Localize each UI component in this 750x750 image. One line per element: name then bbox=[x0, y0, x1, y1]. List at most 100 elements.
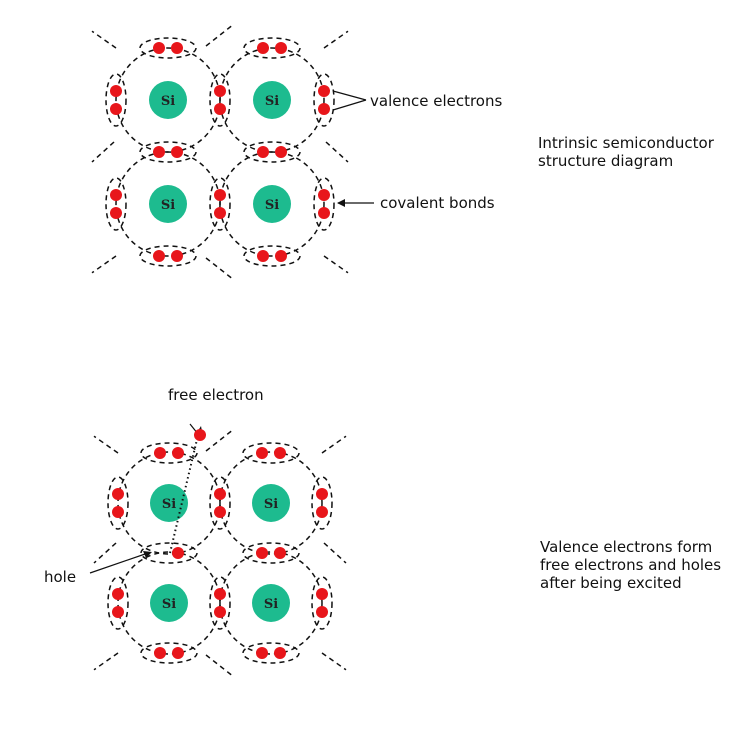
covalent-bond bbox=[107, 576, 129, 630]
silicon-atom-label: Si bbox=[264, 497, 278, 512]
hole-arrowhead bbox=[143, 551, 152, 558]
valence-electron bbox=[257, 250, 269, 262]
valence-electron bbox=[110, 189, 122, 201]
free-electron bbox=[194, 429, 206, 441]
covalent-bond bbox=[243, 37, 301, 59]
covalent-bond bbox=[139, 141, 197, 163]
silicon-atom bbox=[253, 81, 291, 119]
covalent-bond bbox=[242, 442, 300, 464]
covalent-bond bbox=[313, 73, 335, 127]
top-caption-line-2: structure diagram bbox=[538, 152, 673, 170]
silicon-atom bbox=[253, 185, 291, 223]
covalent-bond bbox=[140, 542, 198, 564]
valence-electron bbox=[110, 103, 122, 115]
valence-electron bbox=[316, 488, 328, 500]
covalent-bond bbox=[209, 476, 231, 530]
valence-electron bbox=[172, 447, 184, 459]
valence-electron bbox=[275, 42, 287, 54]
valence-electrons-label: valence electrons bbox=[370, 92, 502, 110]
lattice-line bbox=[93, 435, 119, 454]
valence-electron bbox=[214, 588, 226, 600]
valence-electron bbox=[214, 103, 226, 115]
covalent-bond bbox=[311, 576, 333, 630]
silicon-atom-label: Si bbox=[264, 597, 278, 612]
lattice-line bbox=[205, 257, 235, 281]
lattice-line bbox=[325, 141, 349, 163]
covalent-bond bbox=[105, 177, 127, 231]
valence-electron bbox=[318, 85, 330, 97]
covalent-bond bbox=[209, 177, 231, 231]
valence-electron bbox=[256, 647, 268, 659]
silicon-atom bbox=[150, 584, 188, 622]
valence-electron bbox=[316, 606, 328, 618]
hole-label: hole bbox=[44, 568, 76, 586]
lattice-line bbox=[321, 652, 347, 671]
covalent-bond bbox=[311, 476, 333, 530]
valence-electron bbox=[214, 207, 226, 219]
lattice-line bbox=[321, 435, 347, 454]
valence-electron bbox=[275, 146, 287, 158]
valence-electron bbox=[214, 85, 226, 97]
lattice-line bbox=[91, 255, 117, 274]
covalent-bond bbox=[105, 73, 127, 127]
valence-electron bbox=[214, 506, 226, 518]
valence-electron bbox=[154, 447, 166, 459]
valence-electron bbox=[112, 506, 124, 518]
valence-electron bbox=[110, 85, 122, 97]
valence-electron bbox=[318, 189, 330, 201]
silicon-atom-label: Si bbox=[265, 198, 279, 213]
valence-electron bbox=[112, 488, 124, 500]
atom-boundary bbox=[219, 151, 325, 257]
valence-electron bbox=[214, 606, 226, 618]
lattice-line bbox=[323, 542, 347, 564]
silicon-atom bbox=[252, 484, 290, 522]
silicon-atom-label: Si bbox=[161, 198, 175, 213]
covalent-bond bbox=[209, 73, 231, 127]
lattice-line bbox=[93, 652, 119, 671]
covalent-bond bbox=[139, 245, 197, 267]
valence-electron bbox=[274, 447, 286, 459]
lattice-line bbox=[205, 654, 235, 678]
covalent-bond bbox=[242, 542, 300, 564]
valence-electron bbox=[171, 146, 183, 158]
valence-electron bbox=[256, 547, 268, 559]
valence-electron bbox=[112, 588, 124, 600]
silicon-atom-label: Si bbox=[162, 497, 176, 512]
valence-electron bbox=[214, 189, 226, 201]
valence-electron bbox=[275, 250, 287, 262]
hole-pointer bbox=[89, 552, 149, 574]
covalent-bond bbox=[139, 37, 197, 59]
valence-electron bbox=[316, 506, 328, 518]
atom-boundary bbox=[219, 551, 323, 655]
valence-electron bbox=[153, 42, 165, 54]
silicon-atom bbox=[150, 484, 188, 522]
valence-electron bbox=[257, 42, 269, 54]
covalent-bond bbox=[140, 442, 198, 464]
silicon-atom-label: Si bbox=[265, 94, 279, 109]
atom-boundary bbox=[219, 451, 323, 555]
lattice-line bbox=[205, 23, 235, 47]
valence-electron bbox=[257, 146, 269, 158]
covalent-bond bbox=[140, 642, 198, 664]
bottom-caption-line-2: free electrons and holes bbox=[540, 556, 721, 574]
valence-pointer-a bbox=[332, 90, 367, 101]
valence-electron bbox=[172, 547, 184, 559]
silicon-atom bbox=[149, 81, 187, 119]
atom-boundary bbox=[117, 451, 221, 555]
atom-boundary bbox=[117, 551, 221, 655]
covalent-bonds-label: covalent bonds bbox=[380, 194, 495, 212]
lattice-line bbox=[323, 30, 349, 49]
covalent-bond bbox=[242, 642, 300, 664]
lattice-line bbox=[205, 428, 235, 452]
silicon-atom bbox=[252, 584, 290, 622]
valence-electron bbox=[274, 547, 286, 559]
valence-electron bbox=[110, 207, 122, 219]
lattice-line bbox=[323, 255, 349, 274]
valence-pointer-b bbox=[332, 99, 367, 111]
valence-electron bbox=[316, 588, 328, 600]
silicon-atom-label: Si bbox=[162, 597, 176, 612]
valence-electron bbox=[171, 42, 183, 54]
valence-electron bbox=[274, 647, 286, 659]
